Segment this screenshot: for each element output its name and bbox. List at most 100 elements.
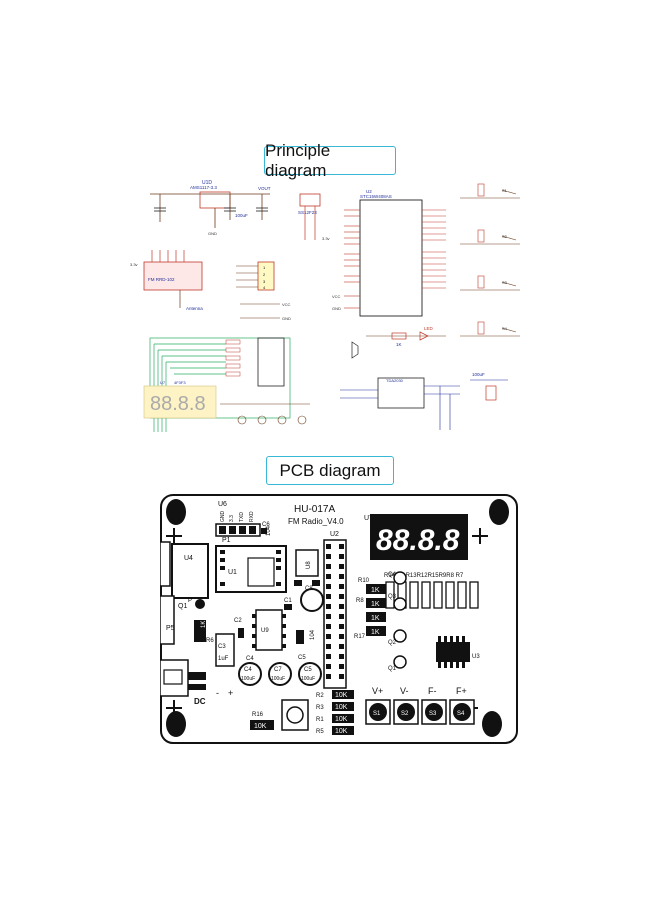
cap-c4-label: C4 <box>244 667 252 673</box>
p5-label: P5 <box>166 625 175 632</box>
p1-label: P1 <box>222 537 231 544</box>
button-column <box>460 183 520 337</box>
led-circuit: LED 1K <box>366 326 446 347</box>
c6-label: C6 <box>262 522 270 528</box>
regulator-ref: U1D <box>202 180 212 186</box>
u3-chip: U3 <box>436 636 480 668</box>
ssr-part: SS12F23 <box>298 210 317 215</box>
cap-value: 100uF <box>271 676 285 682</box>
u1-label: U1 <box>228 569 237 576</box>
r16-value: 10K <box>254 723 267 730</box>
u6-pin-txd: TXD <box>239 512 245 522</box>
c1-label: C1 <box>284 598 292 604</box>
button-label-fminus: F- <box>428 686 437 696</box>
u2-pins <box>326 544 344 679</box>
audio-amplifier: TDA2030 100uF <box>340 341 508 430</box>
header-u6: U6 GND 3.3 TXD RXD P1 C6 104 <box>215 501 272 544</box>
button-label-vminus: V- <box>400 686 409 696</box>
u4-module: U4 Q1 <box>160 541 209 610</box>
amp-cap-value: 100uF <box>472 372 485 377</box>
display-digits: 88.8.8 <box>376 524 460 557</box>
mcu-vcc: VCC <box>332 294 341 299</box>
button-label-fplus: F+ <box>456 686 467 696</box>
mounting-hole <box>482 711 502 737</box>
c6-value: 104 <box>266 525 272 536</box>
mounting-hole <box>166 499 186 525</box>
fm-module-part: FM RRD-102 <box>148 277 175 282</box>
cap-value: 100uF <box>241 676 255 682</box>
connector-pin: 2 <box>263 272 266 277</box>
r17-label: R17 <box>354 634 366 640</box>
fm-module: FM RRD-102 Antenna 3.3v <box>130 250 203 311</box>
r10k-value: 10K <box>335 692 348 699</box>
antenna-label: Antenna <box>186 306 203 311</box>
mcu-part: STC15W408AS <box>360 194 392 199</box>
mounting-hole <box>489 499 509 525</box>
connector-vcc: VCC <box>282 302 291 307</box>
p5-connector: P5 P 1K R6 <box>160 595 214 645</box>
principle-diagram-title: Principle diagram <box>264 141 396 180</box>
ssr-v33: 3.3v <box>322 236 330 241</box>
u9-chip: U9 C1 <box>252 598 292 651</box>
q4-label: Q4 <box>388 572 397 578</box>
p-label: P <box>188 598 192 604</box>
regulator-part: AMS1117-3.3 <box>190 185 217 190</box>
u6-pin-rxd: RXD <box>249 511 255 522</box>
principle-schematic: U1D AMS1117-3.3 100uF VOUT GND FM RRD-10… <box>130 180 520 432</box>
r10k-value: 10K <box>335 716 348 723</box>
dc-minus: - <box>216 688 219 698</box>
regulator-section: U1D AMS1117-3.3 100uF VOUT GND <box>150 180 271 236</box>
r1k-value: 1K <box>371 601 380 608</box>
c5-value: 104 <box>310 629 316 640</box>
button-s3[interactable]: S3 <box>421 699 447 725</box>
button-s2[interactable]: S2 <box>393 699 419 725</box>
u6-label: U6 <box>218 501 227 508</box>
r6-value: 1K <box>201 621 207 628</box>
r6-label: R6 <box>206 638 214 644</box>
r2-label: R2 <box>316 693 324 699</box>
led-label: LED <box>424 326 434 331</box>
q1-label: Q1 <box>388 666 397 672</box>
switch-label-s1: S1 <box>502 188 508 193</box>
electrolytic-caps: C4 C7 C5 100uF 100uF 100uF C8 <box>238 586 324 686</box>
r16-resistor: R16 10K <box>250 712 274 730</box>
c5-cap: C5 104 <box>296 629 316 661</box>
cap-c5-label: C5 <box>304 667 312 673</box>
pcb-board: HU-017A FM Radio_V4.0 U6 GND 3.3 TXD RXD… <box>160 494 518 744</box>
q2-label: Q2 <box>388 640 397 646</box>
resistor-array: R14R11R13R12R15R9R8 R7 <box>384 573 479 609</box>
c8-label: C8 <box>305 586 313 592</box>
u2-mcu: U2 <box>323 531 347 689</box>
button-s2-label: S2 <box>401 711 409 717</box>
schematic-display-digits: 88.8.8 <box>150 393 206 415</box>
mounting-hole <box>166 711 186 737</box>
u6-pin-v33: 3.3 <box>229 515 235 522</box>
u3-label: U3 <box>472 654 480 660</box>
c3-label: C3 <box>218 644 226 650</box>
display-part: 4F3F3 <box>174 380 186 385</box>
cap-c7-label: C7 <box>274 667 282 673</box>
r10-label: R10 <box>358 578 370 584</box>
pcb-diagram-title: PCB diagram <box>266 456 394 485</box>
cap-value: 100uF <box>301 676 315 682</box>
u7-display: U7 88.8.8 <box>364 514 468 560</box>
r5-label: R5 <box>316 729 324 735</box>
button-label-vplus: V+ <box>372 686 383 696</box>
switch-label-s3: S3 <box>502 280 508 285</box>
c4-label: C4 <box>246 656 254 662</box>
resistor-array-labels: R14R11R13R12R15R9R8 R7 <box>384 573 464 579</box>
display-ref: U7 <box>160 380 166 385</box>
mcu-ref: U2 <box>366 189 372 194</box>
mounting-holes <box>166 499 509 737</box>
r1k-value: 1K <box>371 629 380 636</box>
button-s4[interactable]: S4 <box>449 699 475 725</box>
buttons: V+ V- F- F+ S1 S2 S3 S4 <box>365 686 475 725</box>
display-driver-area: 88.8.8 U7 4F3F3 <box>143 337 310 432</box>
u6-pin-gnd: GND <box>220 511 226 523</box>
fm-v33: 3.3v <box>130 262 138 267</box>
button-s1[interactable]: S1 <box>365 699 391 725</box>
u1-chip: U1 <box>215 545 287 593</box>
mcu-chip: U2 STC15W408AS VCC GND <box>332 189 446 317</box>
button-s3-label: S3 <box>429 711 437 717</box>
r10k-value: 10K <box>335 704 348 711</box>
